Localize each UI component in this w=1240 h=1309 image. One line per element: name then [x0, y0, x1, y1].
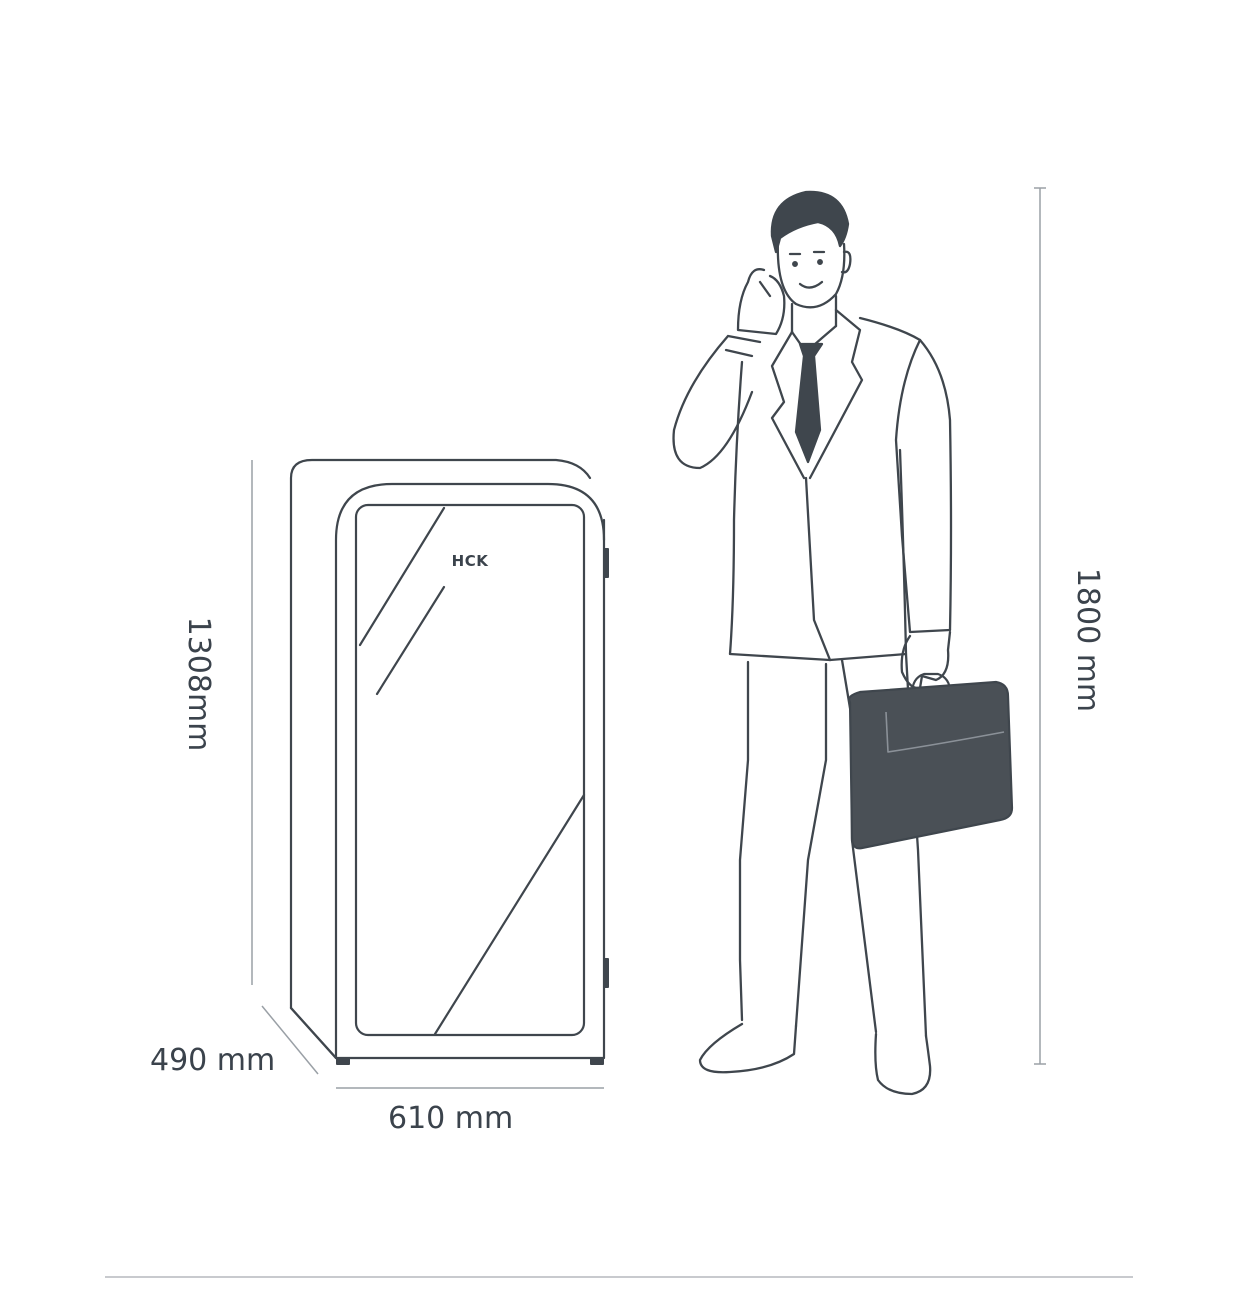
necktie: [794, 342, 824, 464]
fridge-cabinet: [289, 458, 606, 1060]
appliance-depth-label: 490 mm: [150, 1043, 276, 1078]
person-eye: [817, 259, 823, 265]
fridge-foot-right: [590, 1057, 604, 1065]
jacket-right-lapel: [808, 308, 864, 480]
person-hair: [770, 190, 850, 254]
top-hinge: [603, 548, 609, 578]
depth-dimension-line: [261, 1005, 319, 1075]
person-face: [776, 238, 846, 309]
fridge-glass-panel: [354, 503, 586, 1037]
phone-hand: [736, 268, 786, 336]
phone-icon: [758, 280, 772, 298]
raised-arm: [672, 334, 762, 470]
briefcase-handle: [910, 672, 952, 695]
holding-hand: [900, 630, 952, 690]
glass-reflection-line: [375, 585, 446, 696]
person-eye: [792, 261, 798, 267]
glass-reflection-line: [433, 793, 586, 1036]
person-ear: [840, 250, 852, 274]
fridge-foot-left: [336, 1057, 350, 1065]
jacket-body: [728, 316, 953, 662]
jacket-sleeve-right: [894, 338, 952, 634]
jacket-opening: [804, 476, 832, 662]
jacket-left-lapel: [770, 330, 806, 480]
briefcase: [848, 672, 1014, 850]
brand-logo: HCK: [451, 552, 489, 570]
person-smile: [798, 280, 824, 289]
refrigerator: [289, 458, 606, 1060]
glass-reflection-line: [358, 506, 446, 647]
fridge-base-shadow: [289, 1006, 338, 1060]
appliance-width-label: 610 mm: [388, 1101, 514, 1136]
person-figure: [672, 190, 953, 1096]
dimension-lines: [251, 187, 1046, 1089]
bottom-hinge: [603, 958, 609, 988]
fridge-door: [334, 482, 606, 1060]
left-shoe: [698, 1022, 798, 1074]
fridge-hinges: [336, 548, 609, 1065]
appliance-height-label: 1308mm: [181, 616, 216, 752]
briefcase-flap: [885, 711, 1005, 753]
person-trousers: [738, 652, 928, 1038]
person-height-label: 1800 mm: [1070, 567, 1105, 713]
briefcase-body: [848, 680, 1014, 850]
right-shoe: [874, 1032, 932, 1096]
